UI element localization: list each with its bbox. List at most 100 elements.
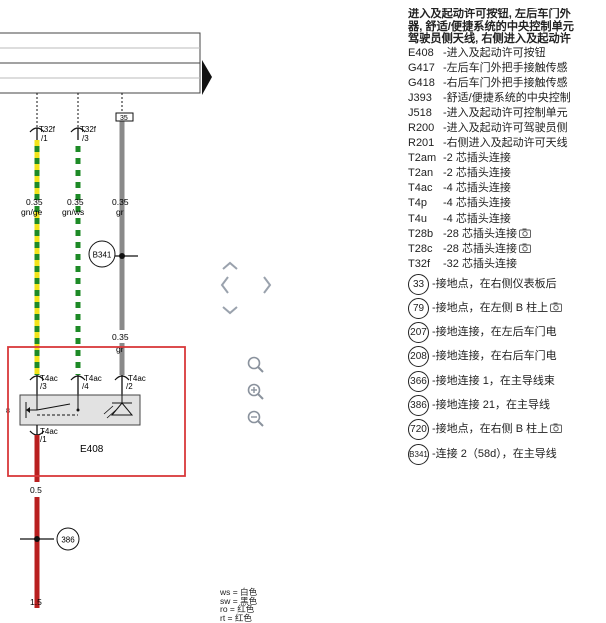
legend-item-desc: -28 芯插头连接 [443,242,606,257]
color-key: ws = 白色 sw = 黑色 ro = 红色 rt = 红色 [220,588,257,622]
ground-number-badge: 79 [408,297,429,319]
legend-ground-desc-text: -接地点，在右侧仪表板后 [432,277,557,290]
legend-item: E408 -进入及起动许可按钮 [408,46,606,61]
color-key-item: ro = 红色 [220,604,255,614]
ground-number-badge: 366 [408,370,429,392]
legend-ground-item: 79-接地点，在左侧 B 柱上 [408,296,606,320]
node-386-label: 386 [61,536,75,545]
legend-item-code: T4p [408,197,427,210]
component-label: E408 [80,444,104,455]
legend-item-desc: -4 芯插头连接 [443,196,606,211]
legend-item-desc-text: -2 芯插头连接 [443,167,511,180]
camera-icon[interactable] [519,243,531,253]
color-key-item: rt = 红色 [220,612,252,623]
legend-item-code: E408 [408,46,434,59]
legend-item-code: T28c [408,242,433,255]
ground-number-badge: 33 [408,273,429,295]
legend-item: T32f-32 芯插头连接 [408,257,606,272]
conn-t4ac-2-pin: /2 [126,382,133,391]
legend-item: G417-左后车门外把手接触传感 [408,61,606,76]
wire5-size: 0.5 [30,485,42,495]
camera-icon[interactable] [550,423,563,434]
pan-left-icon[interactable] [220,276,229,294]
zoom-out-icon[interactable] [246,409,266,429]
conn-t4ac-3: T4ac [40,374,58,383]
legend-item-code: R200 [408,121,435,134]
pan-right-icon[interactable] [263,276,272,294]
legend-ground-desc-text: -接地连接 21，在主导线 [432,399,550,412]
legend-item-desc: -进入及起动许可驾驶员侧 [443,121,606,136]
camera-icon[interactable] [550,302,563,312]
legend-item-code: T4u [408,212,427,225]
zoom-in-icon[interactable] [246,382,266,402]
legend-item-desc: -进入及起动许可控制单元 [443,106,606,121]
legend-item-code: T2an [408,167,434,180]
legend-ground-item: 720-接地点，在右侧 B 柱上 [408,418,606,442]
connector-stubs-top [29,93,134,140]
legend-ground-item: 386-接地连接 21，在主导线 [408,393,606,417]
legend-ground-desc-text: -连接 2（58d），在主导线 [432,447,557,460]
legend-item-desc-text: -28 芯插头连接 [443,242,517,255]
legend-item: T2an -2 芯插头连接 [408,166,606,181]
legend-ground-item: 366-接地连接 1，在主导线束 [408,369,606,393]
legend-item: G418 -右后车门外把手接触传感 [408,76,606,91]
legend-title-line: 器, 舒适/便捷系统的中央控制单元 [408,20,574,33]
legend-item-code: J518 [408,106,432,119]
ground-number-badge: 208 [408,346,429,368]
ground-number-badge: 720 [408,419,429,441]
wire1-size: 0.35 [26,197,43,207]
legend-item-desc-text: -32 芯插头连接 [443,257,517,270]
conn-t4ac-1: T4ac [40,427,58,436]
legend-ground-item: 207-接地连接，在左后车门电 [408,321,606,345]
legend-item-code: G417 [408,61,435,74]
conn-t4ac-3-pin: /3 [40,382,47,391]
legend-item: J518 -进入及起动许可控制单元 [408,106,606,121]
wire-red [20,435,54,608]
legend-item-desc-text: -进入及起动许可控制单元 [443,106,568,119]
pan-down-icon[interactable] [222,306,238,315]
legend-item: T28c -28 芯插头连接 [408,242,606,257]
legend-item-desc-text: -右侧进入及起动许可天线 [443,137,568,150]
legend-ground-desc: -接地点，在左侧 B 柱上 [432,301,563,316]
conn-t32f-1: T32f [39,125,56,134]
conn-t32f-1-pin: /1 [41,134,48,143]
ground-number-badge: 207 [408,322,429,344]
legend-item: T2am-2 芯插头连接 [408,151,606,166]
wire4-color: gr [116,344,124,354]
legend-title-line: 进入及起动许可按钮, 左后车门外 [408,8,571,20]
legend-ground-desc-text: -接地点，在右侧 B 柱上 [432,423,549,436]
legend-item-desc: -右后车门外把手接触传感 [443,76,606,91]
wire-gr [105,120,138,375]
color-key-item: sw = 黑色 [220,595,258,606]
legend-ground-desc: -接地点，在右侧 B 柱上 [432,422,563,437]
wire2-size: 0.35 [67,197,84,207]
zoom-fit-icon[interactable] [246,355,266,375]
node-386: 386 [56,527,80,551]
node-b341: B341 [88,240,116,268]
legend-item-code: G418 [408,76,435,89]
legend-item-desc-text: -进入及起动许可按钮 [443,46,546,59]
legend-item: T4ac -4 芯插头连接 [408,181,606,196]
legend-ground-desc: -接地连接，在左后车门电 [432,325,557,340]
legend-item-code: T4ac [408,182,433,195]
pan-up-icon[interactable] [222,261,238,270]
legend-ground-desc-text: -接地连接，在左后车门电 [432,326,557,339]
legend-item-desc-text: -舒适/便捷系统的中央控制 [443,91,571,104]
camera-icon[interactable] [519,228,531,238]
conn-box-35: 35 [120,115,128,122]
conn-t32f-3: T32f [80,125,97,134]
conn-t32f-3-pin: /3 [82,134,89,143]
component-e408 [19,394,141,426]
harness-arrow-icon [202,60,212,95]
legend-ground-item: B341-连接 2（58d），在主导线 [408,442,606,466]
legend-item-desc: -4 芯插头连接 [443,181,606,196]
legend-item-desc-text: -进入及起动许可驾驶员侧 [443,121,568,134]
legend-item-desc: -28 芯插头连接 [443,227,606,242]
legend-item-desc-text: -4 芯插头连接 [443,182,511,195]
conn-t4ac-4-pin: /4 [82,382,89,391]
highlight-frame [7,346,186,477]
legend-item-desc: -舒适/便捷系统的中央控制 [443,91,606,106]
wire1-color: gn/ge [21,207,43,217]
